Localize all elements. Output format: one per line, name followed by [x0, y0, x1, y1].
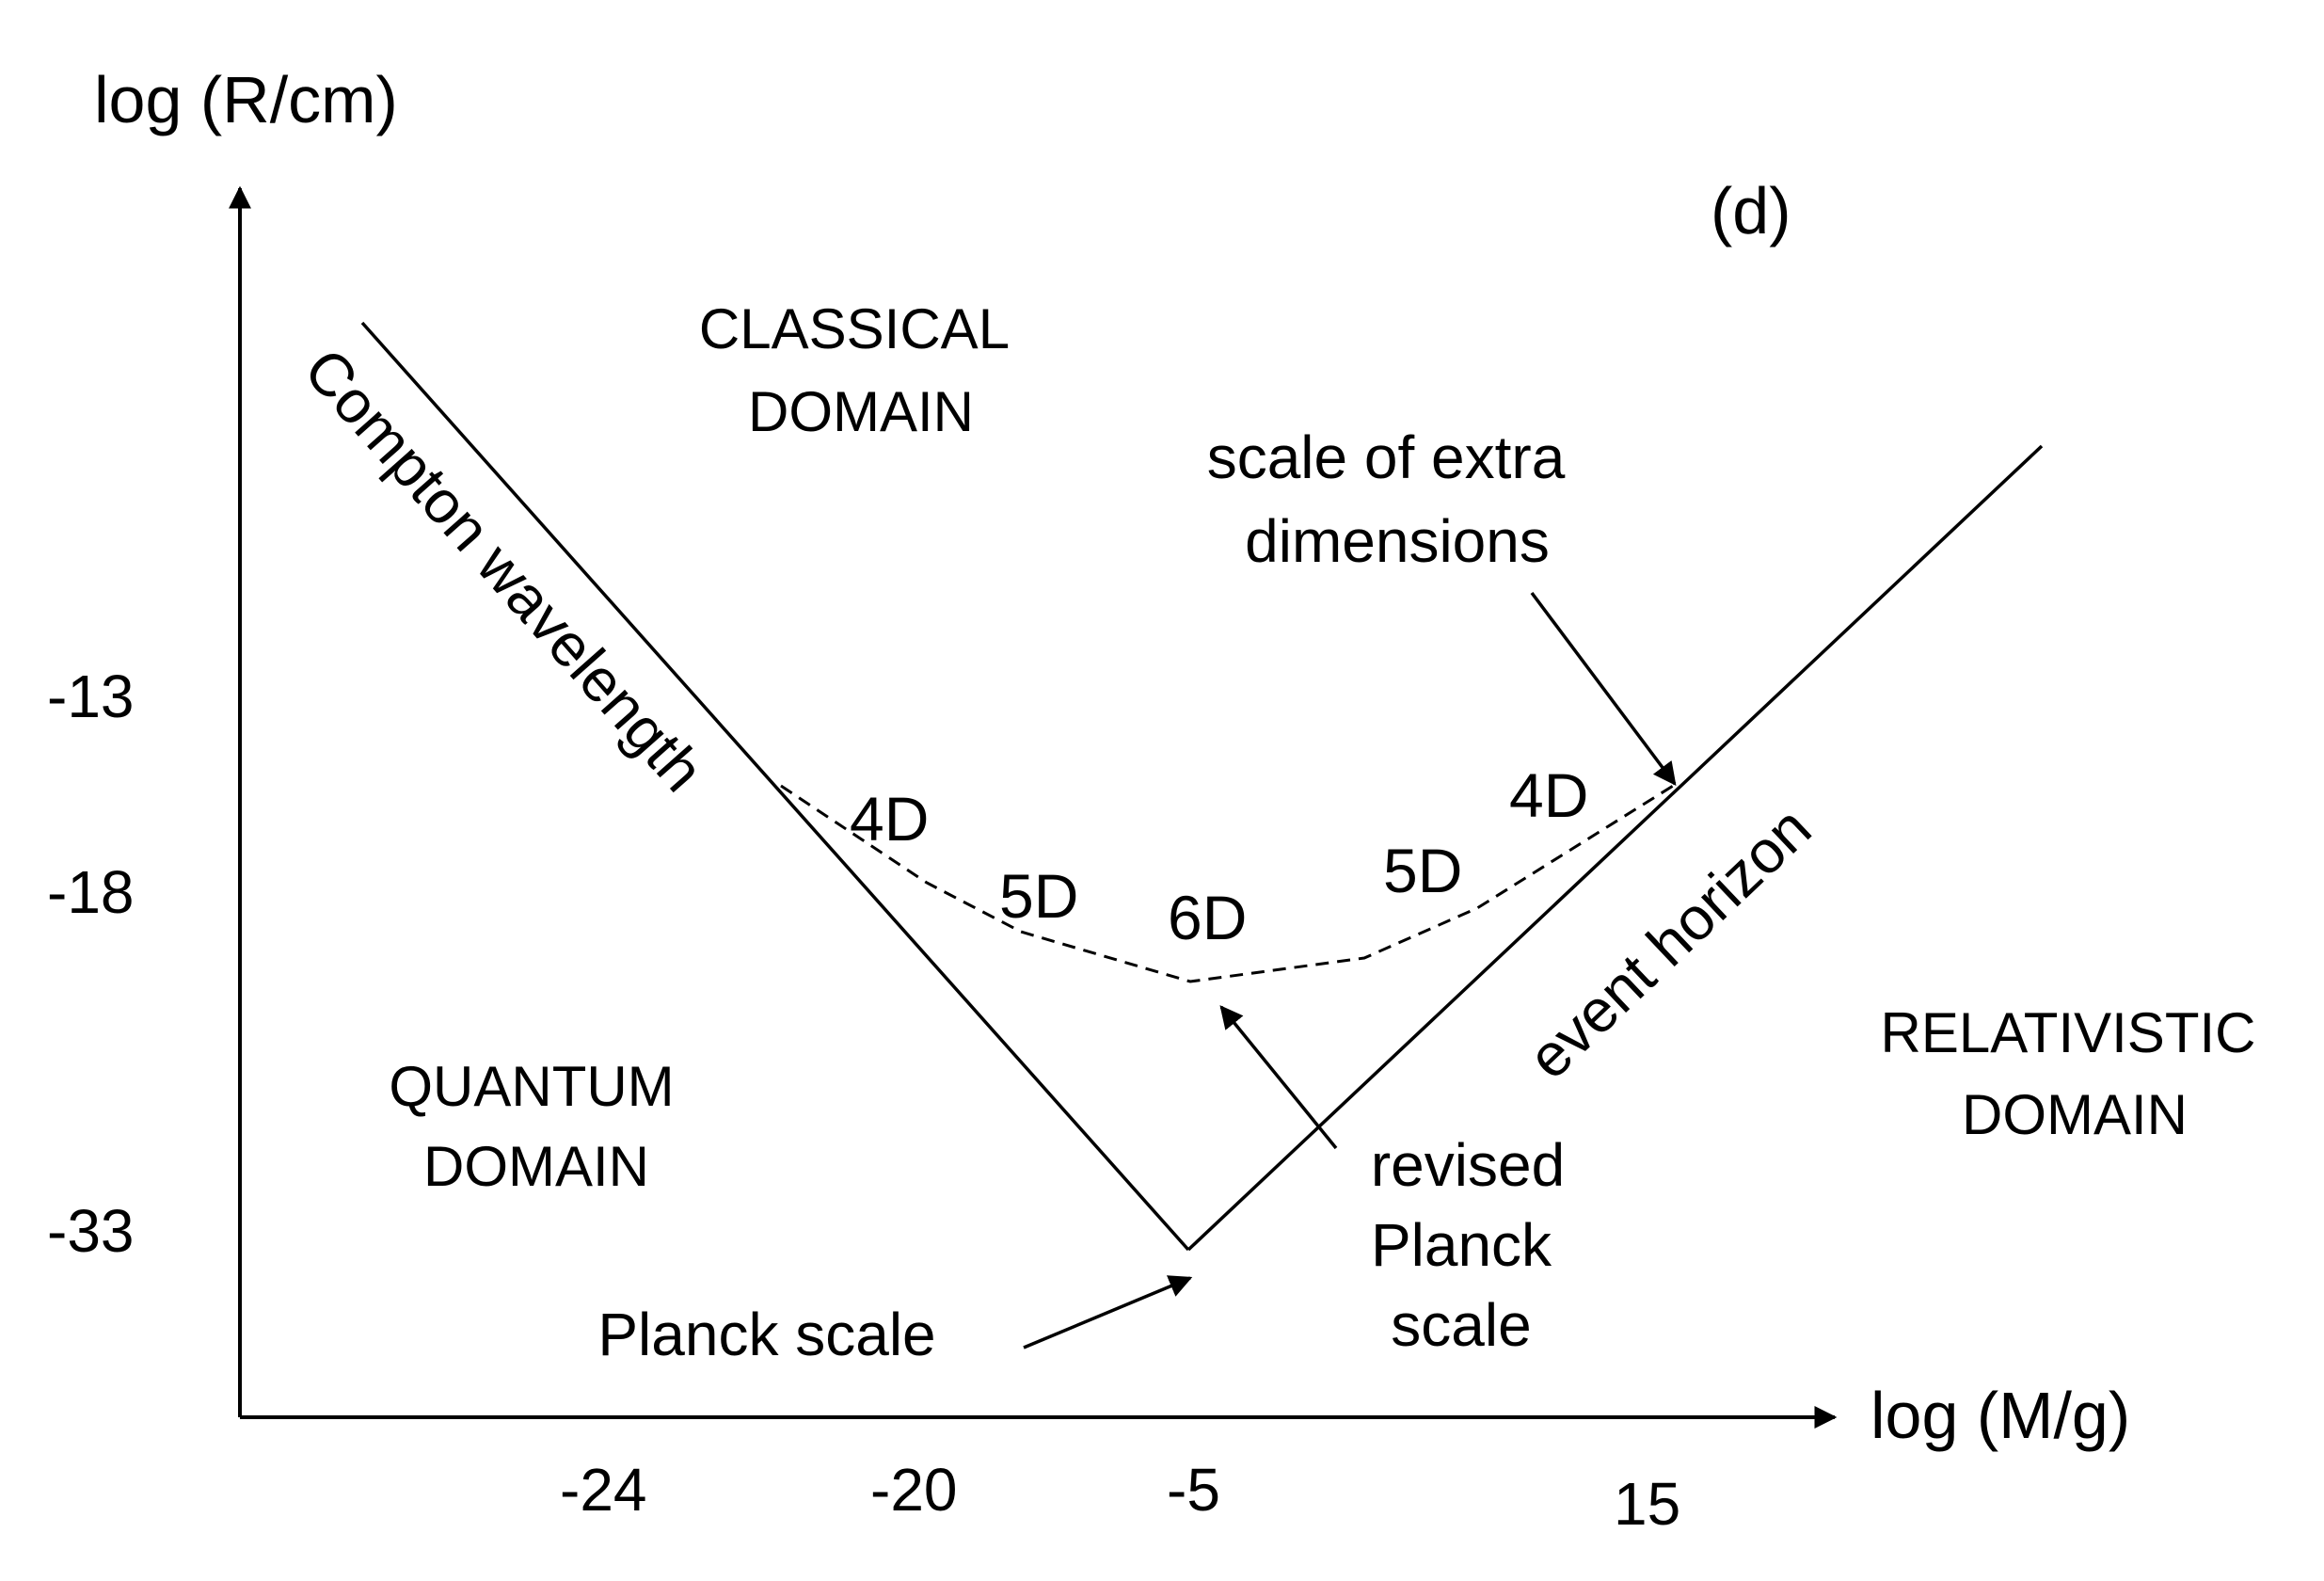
extra-dimensions-curve — [780, 781, 1679, 983]
y-tick-label: -33 — [47, 1197, 135, 1265]
x-tick-label: -24 — [560, 1456, 647, 1524]
event-horizon-line — [1186, 444, 2044, 1252]
quantum-domain-label: DOMAIN — [423, 1135, 649, 1198]
compton-wavelength-label: Compton wavelength — [292, 336, 717, 805]
relativistic-domain-label: DOMAIN — [1962, 1083, 2188, 1146]
event-horizon-label: event horizon — [1515, 793, 1823, 1092]
classical-domain-label: CLASSICAL — [699, 297, 1010, 360]
planck-scale-arrow — [1023, 1275, 1193, 1349]
dimension-label-5d-right: 5D — [1383, 836, 1462, 905]
extra-dimensions-annotation: dimensions — [1245, 507, 1550, 575]
x-tick-label: 15 — [1614, 1470, 1680, 1538]
y-tick-label: -18 — [47, 858, 135, 926]
dimension-label-4d-right: 4D — [1509, 760, 1588, 830]
compton-wavelength-line — [360, 321, 1190, 1252]
x-axis-title: log (M/g) — [1870, 1379, 2130, 1452]
dimension-label-5d-left: 5D — [999, 861, 1078, 931]
dimension-label-6d: 6D — [1168, 883, 1247, 952]
relativistic-domain-label: RELATIVISTIC — [1881, 1001, 2256, 1064]
extra-dimensions-annotation: scale of extra — [1207, 423, 1566, 491]
x-tick-label: -5 — [1167, 1456, 1220, 1524]
y-tick-label: -13 — [47, 663, 135, 730]
dimension-label-4d-left: 4D — [850, 784, 929, 854]
x-tick-label: -20 — [870, 1456, 958, 1524]
revised-planck-annotation: Planck — [1371, 1211, 1552, 1279]
quantum-domain-label: QUANTUM — [389, 1055, 674, 1118]
planck-scale-annotation: Planck scale — [597, 1301, 935, 1368]
revised-planck-annotation: revised — [1371, 1131, 1565, 1199]
extra-dimensions-arrow — [1530, 591, 1677, 786]
revised-planck-annotation: scale — [1391, 1291, 1531, 1359]
revised-planck-arrow — [1219, 1005, 1338, 1150]
panel-label: (d) — [1711, 174, 1791, 248]
y-axis-title: log (R/cm) — [94, 63, 398, 136]
classical-domain-label: DOMAIN — [748, 380, 974, 443]
